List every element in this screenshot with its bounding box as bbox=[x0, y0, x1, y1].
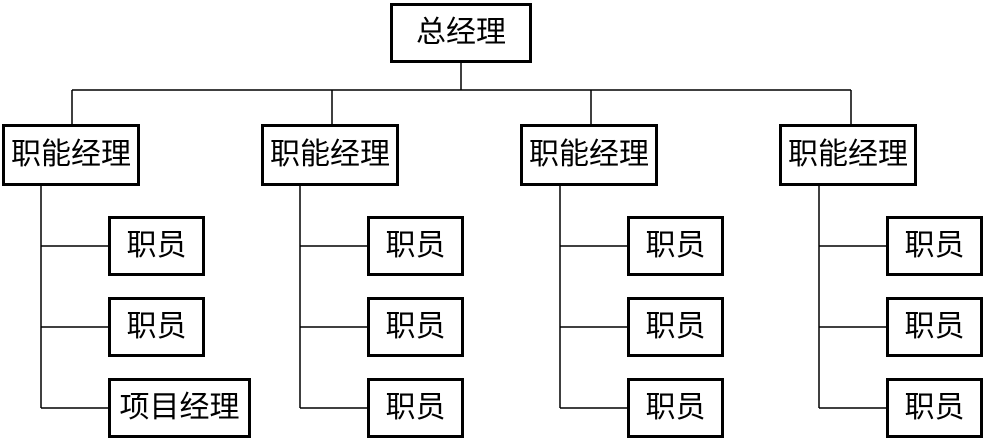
functional-manager-node-3: 职能经理 bbox=[520, 124, 658, 186]
staff-node: 职员 bbox=[886, 378, 983, 438]
general-manager-node: 总经理 bbox=[390, 3, 532, 63]
staff-node: 职员 bbox=[108, 297, 205, 357]
functional-manager-node-2: 职能经理 bbox=[261, 124, 399, 186]
staff-node: 职员 bbox=[367, 297, 464, 357]
staff-node: 职员 bbox=[108, 216, 205, 276]
staff-node: 职员 bbox=[627, 297, 724, 357]
functional-manager-node-4: 职能经理 bbox=[779, 124, 917, 186]
functional-manager-node-1: 职能经理 bbox=[2, 124, 140, 186]
staff-node: 职员 bbox=[367, 216, 464, 276]
staff-node: 职员 bbox=[627, 378, 724, 438]
staff-node: 职员 bbox=[886, 216, 983, 276]
project-manager-node: 项目经理 bbox=[108, 378, 251, 438]
staff-node: 职员 bbox=[367, 378, 464, 438]
staff-node: 职员 bbox=[627, 216, 724, 276]
staff-node: 职员 bbox=[886, 297, 983, 357]
